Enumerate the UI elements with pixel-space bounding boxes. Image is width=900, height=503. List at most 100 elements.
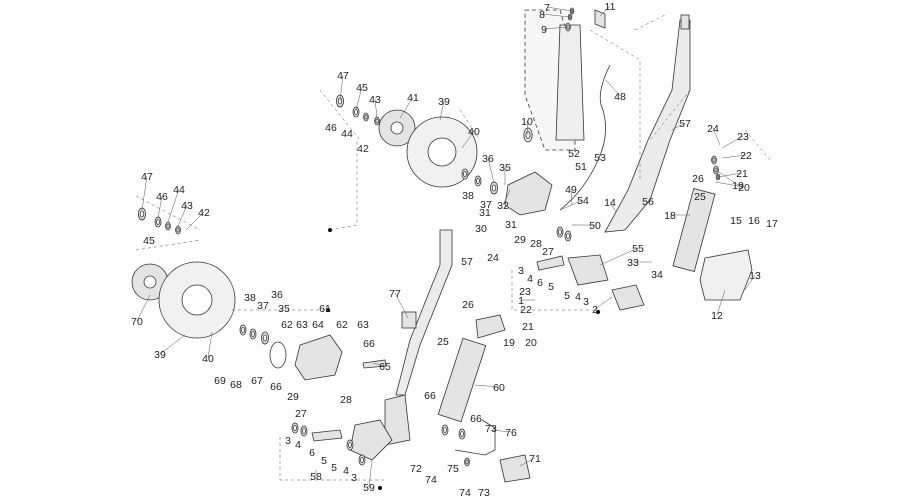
callout-26: 26 <box>692 173 704 185</box>
ring-66-right-hole <box>460 431 464 437</box>
callout-3a: 3 <box>285 435 291 447</box>
washer-4-hole <box>302 428 306 434</box>
callout-28b: 28 <box>340 394 352 406</box>
callout-8: 8 <box>539 9 545 21</box>
callout-41: 41 <box>407 92 419 104</box>
callout-45b: 45 <box>143 235 155 247</box>
leader-39a <box>439 100 445 121</box>
callout-25: 25 <box>694 191 706 203</box>
caliper-upper <box>504 171 553 216</box>
callout-77: 77 <box>389 288 401 300</box>
spring-cap-19 <box>475 314 506 339</box>
callout-11: 11 <box>605 1 616 13</box>
spacer-38-upper-hole <box>463 171 467 177</box>
callout-56: 56 <box>642 196 654 208</box>
seal-43-lower-hole <box>176 227 180 233</box>
guide-lines-left <box>135 195 201 251</box>
leader-47b <box>141 175 148 211</box>
callout-69: 69 <box>214 375 226 387</box>
callout-4a: 4 <box>295 439 301 451</box>
callout-7: 7 <box>544 2 550 14</box>
callout-66d: 66 <box>470 413 482 425</box>
caliper-61 <box>294 334 343 381</box>
callout-54: 54 <box>577 195 589 207</box>
fork-stem <box>604 19 691 233</box>
bearing-36-upper-hole <box>491 184 497 192</box>
link-55 <box>567 254 609 286</box>
callout-48: 48 <box>614 91 626 103</box>
callout-37b: 37 <box>257 300 269 312</box>
callout-18: 18 <box>664 210 676 222</box>
callout-42a: 42 <box>357 143 369 155</box>
callout-61: 61 <box>319 303 331 315</box>
group-bracket-30 <box>329 140 358 231</box>
leader-20 <box>714 181 745 188</box>
callout-67: 67 <box>251 375 263 387</box>
callout-13: 13 <box>749 270 761 282</box>
callout-66c: 66 <box>424 390 436 402</box>
callout-71: 71 <box>529 453 541 465</box>
callout-3b: 3 <box>351 472 357 484</box>
callout-14: 14 <box>604 197 616 209</box>
leader-40b <box>207 331 213 359</box>
steering-tube <box>555 24 585 141</box>
head-nut <box>594 9 606 29</box>
nut-47-lower-hole <box>139 210 145 218</box>
leader-57 <box>671 122 686 131</box>
bearing-36-lower-hole <box>262 334 268 342</box>
callout-29a: 29 <box>514 234 526 246</box>
leader-40a <box>461 130 475 149</box>
callout-31b: 31 <box>505 219 517 231</box>
leader-71 <box>519 457 536 467</box>
group-dot-2 <box>596 310 600 314</box>
group-bracket-1 <box>511 270 595 311</box>
clip-76 <box>454 419 496 456</box>
seal-37-upper-hole <box>476 178 480 184</box>
seal-37-lower-hole <box>251 331 255 337</box>
callout-22: 22 <box>740 150 752 162</box>
callout-1: 1 <box>518 295 524 307</box>
bushing-77 <box>401 311 417 329</box>
callout-60: 60 <box>493 382 505 394</box>
leader-36a <box>487 157 495 184</box>
leader-23 <box>721 135 744 149</box>
group-dot-0 <box>326 308 330 312</box>
callout-72: 72 <box>410 463 422 475</box>
link-71 <box>499 454 531 483</box>
ring-19-hole <box>712 157 716 163</box>
callout-63b: 63 <box>357 319 369 331</box>
group-dot-3 <box>328 228 332 232</box>
callout-38b: 38 <box>244 292 256 304</box>
callout-44a: 44 <box>341 128 353 140</box>
brake-cable-48 <box>559 64 611 211</box>
leader-19 <box>715 169 739 186</box>
leader-54 <box>559 199 584 211</box>
callout-4b: 4 <box>343 465 349 477</box>
callout-70: 70 <box>131 316 143 328</box>
callout-58: 58 <box>310 471 322 483</box>
spacer-38-lower-hole <box>241 327 245 333</box>
callout-36b: 36 <box>271 289 283 301</box>
leader-41 <box>399 96 414 119</box>
callout-23: 23 <box>737 131 749 143</box>
guide-lines-upper <box>319 89 481 141</box>
callout-27a: 27 <box>542 246 554 258</box>
ring-75-hole <box>465 459 469 465</box>
callout-43a: 43 <box>369 94 381 106</box>
callout-28a: 28 <box>530 238 542 250</box>
leader-12 <box>716 289 726 316</box>
callout-9: 9 <box>541 24 547 36</box>
leader-45a <box>355 86 363 111</box>
callout-4c: 4 <box>527 273 533 285</box>
callout-47a: 47 <box>337 70 349 82</box>
callout-50: 50 <box>589 220 601 232</box>
callout-52: 52 <box>568 148 580 160</box>
pin-right-5 <box>536 255 565 271</box>
callout-68: 68 <box>230 379 242 391</box>
leader-47a <box>339 74 344 102</box>
leader-lines <box>135 5 771 490</box>
callout-3d: 3 <box>583 296 589 308</box>
leader-55 <box>599 247 639 266</box>
callout-15: 15 <box>730 215 742 227</box>
leader-7 <box>546 6 573 12</box>
